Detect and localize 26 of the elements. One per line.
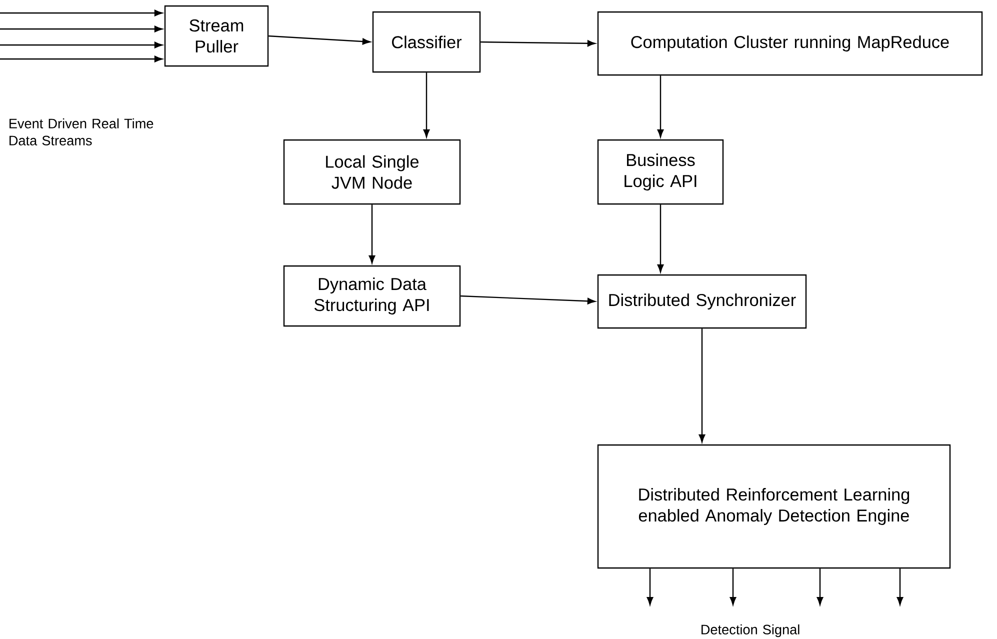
- process-box: Distributed Reinforcement Learning enabled Anomaly Detection Engine: [597, 444, 951, 569]
- process-box: Dynamic Data Structuring API: [283, 265, 461, 327]
- arrow: [896, 568, 904, 606]
- process-box: Stream Puller: [164, 5, 269, 67]
- process-box: Local Single JVM Node: [283, 139, 461, 205]
- caption-text: Event Driven Real Time Data Streams: [10, 118, 154, 146]
- arrow: [657, 76, 664, 138]
- arrow: [0, 10, 162, 16]
- arrow: [0, 26, 162, 32]
- process-box: Computation Cluster running MapReduce: [597, 11, 983, 76]
- arrow: [368, 204, 376, 264]
- arrow: [730, 568, 736, 606]
- caption-text: Detection Signal: [702, 624, 800, 638]
- arrow: [698, 328, 706, 442]
- arrow: [646, 568, 654, 606]
- process-box: Business Logic API: [597, 139, 724, 205]
- arrow: [460, 295, 596, 304]
- process-box: Distributed Synchronizer: [597, 274, 807, 329]
- arrow: [423, 72, 430, 138]
- arrow: [480, 40, 596, 47]
- arrow: [816, 568, 824, 606]
- arrow: [0, 56, 162, 62]
- arrow: [657, 204, 664, 272]
- process-box: Classifier: [372, 11, 481, 73]
- arrow: [0, 42, 162, 48]
- arrow: [268, 35, 370, 45]
